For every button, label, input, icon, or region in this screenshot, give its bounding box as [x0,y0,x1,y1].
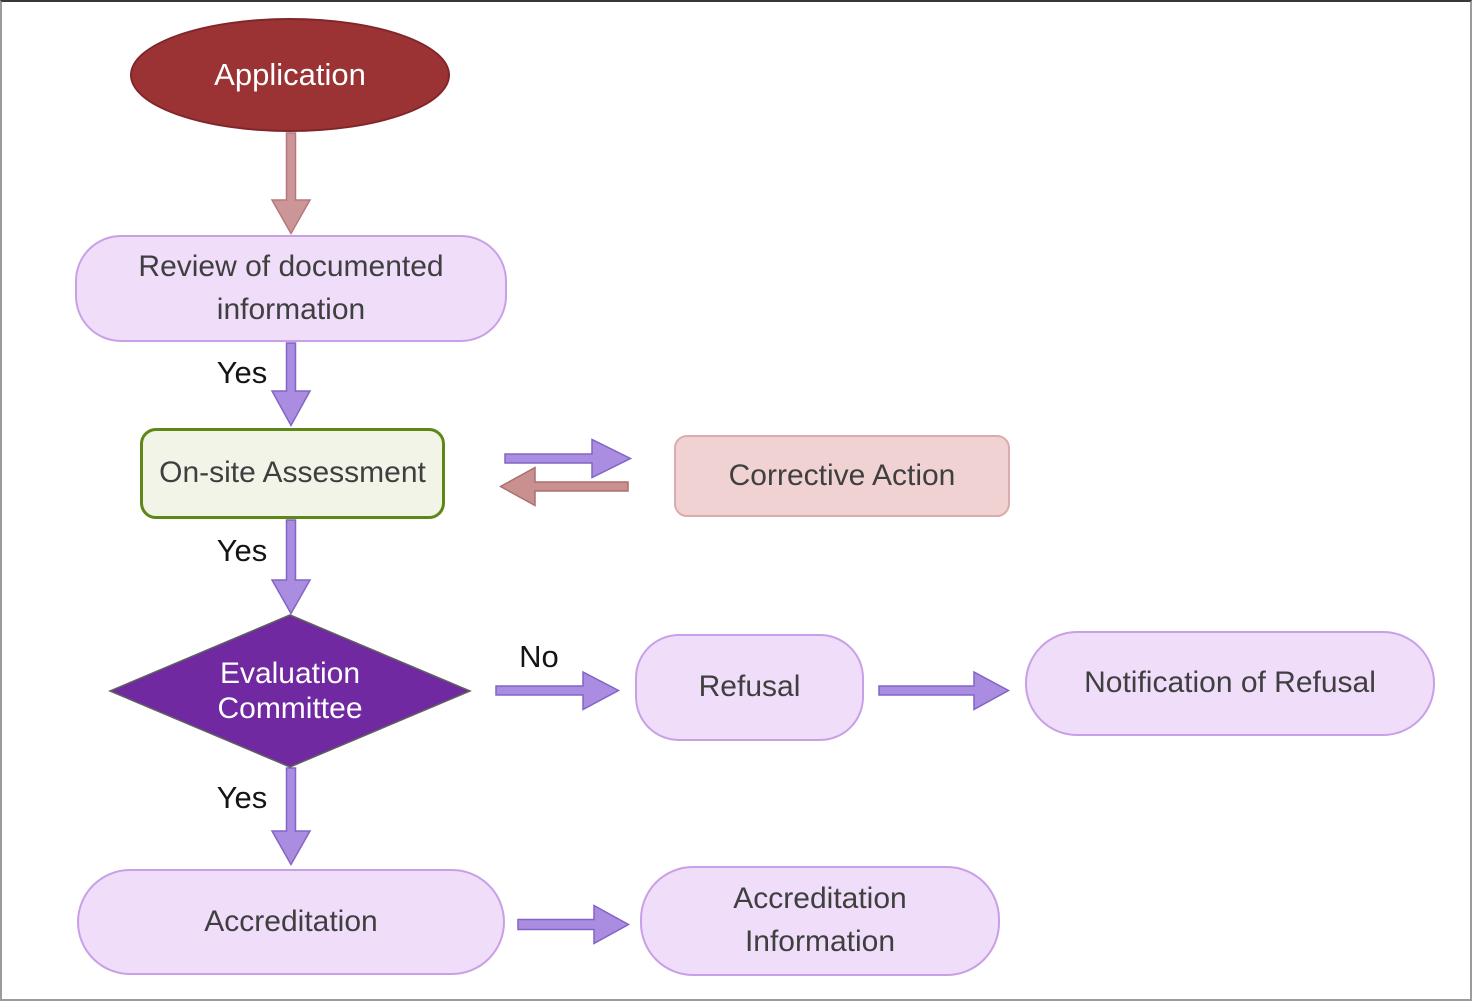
node-review-label: Review of documented information [138,249,444,326]
arrow-onsite-to-corrective-icon [504,438,633,479]
arrow-corrective-to-onsite-icon [498,466,629,507]
evaluation-committee-diamond [108,614,472,768]
node-notification-of-refusal-label: Notification of Refusal [1084,666,1376,700]
node-evaluation-committee-label: Evaluation Committee [217,656,363,725]
node-application: Application [130,18,450,132]
edge-label-review-yes: Yes [216,355,268,390]
edge-label-onsite-yes: Yes [216,533,268,568]
edge-label-committee-yes: Yes [216,780,268,815]
node-accreditation-information: Accreditation Information [640,866,1000,976]
node-onsite-assessment-label: On-site Assessment [159,456,426,490]
node-accreditation-information-label: Accreditation Information [733,882,907,958]
node-application-label: Application [214,56,366,92]
node-notification-of-refusal: Notification of Refusal [1025,631,1435,736]
arrow-committee-to-accreditation-icon [270,767,312,867]
node-refusal: Refusal [635,634,864,741]
arrow-application-to-review-icon [270,132,312,236]
edge-label-committee-no: No [519,639,559,674]
node-onsite-assessment: On-site Assessment [140,428,445,519]
node-corrective-action-label: Corrective Action [728,458,956,492]
node-refusal-label: Refusal [698,670,801,704]
arrow-refusal-to-notification-icon [878,670,1011,711]
arrow-committee-to-refusal-icon [495,670,621,711]
arrow-review-to-onsite-icon [270,342,312,428]
arrow-accreditation-to-information-icon [517,904,631,945]
node-review-of-documented-information: Review of documented information [75,235,507,342]
node-accreditation: Accreditation [77,869,505,975]
node-accreditation-label: Accreditation [204,904,378,938]
node-evaluation-committee: Evaluation Committee [165,640,415,742]
node-corrective-action: Corrective Action [674,435,1010,517]
arrow-onsite-to-committee-icon [270,519,312,616]
